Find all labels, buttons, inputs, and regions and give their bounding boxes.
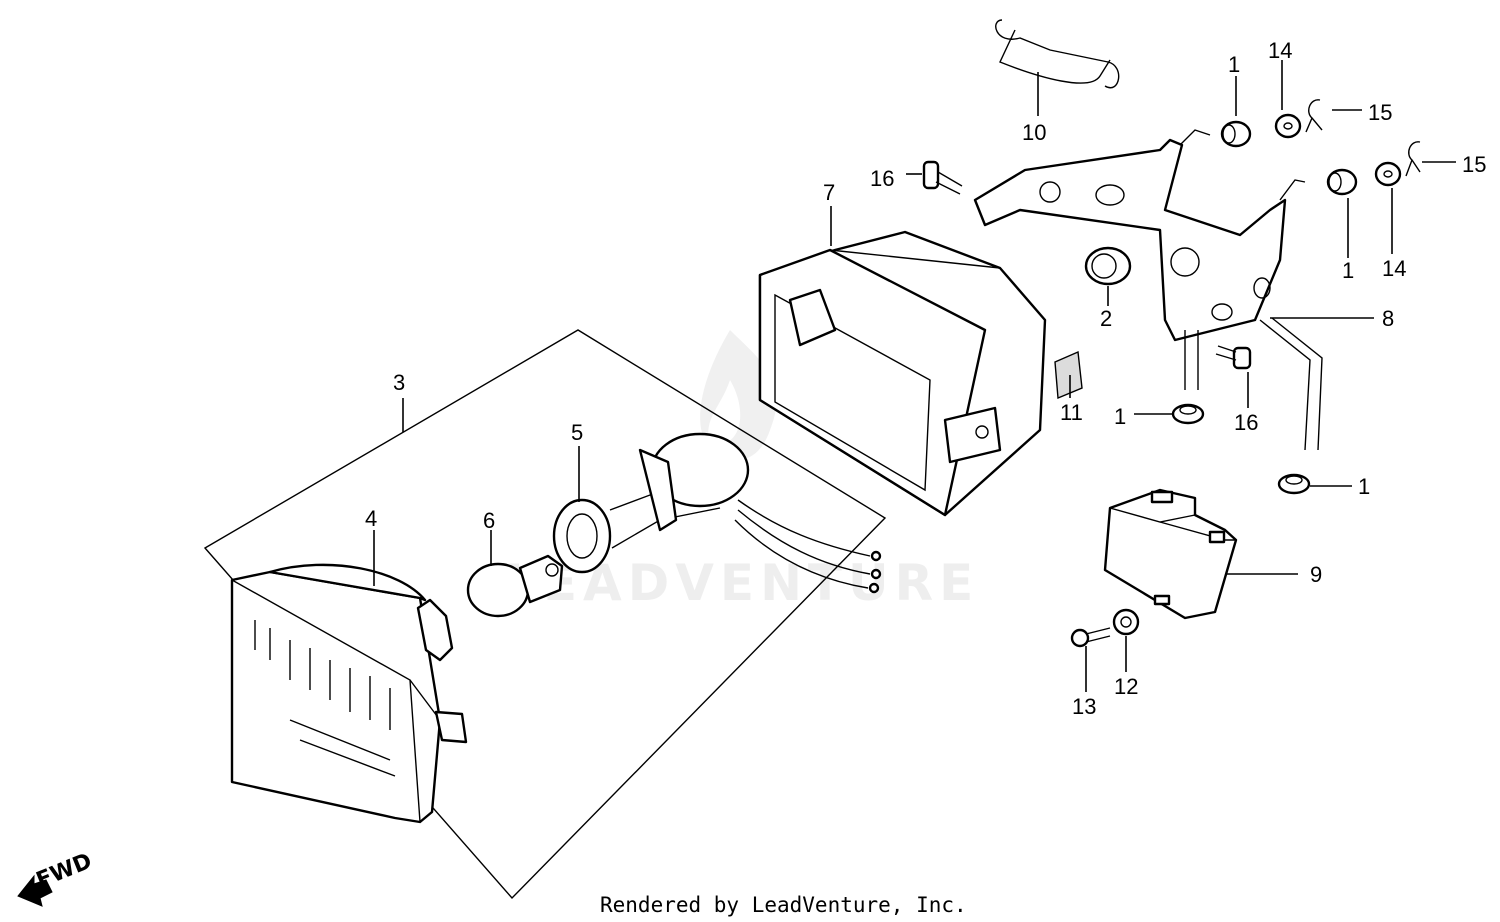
callout-14-right: 14	[1382, 256, 1406, 281]
grommet-upper	[1220, 120, 1252, 148]
callout-16-lower: 16	[1234, 410, 1258, 435]
callout-10: 10	[1022, 120, 1046, 145]
watermark: LEADVENTURE	[505, 330, 973, 612]
callout-11: 11	[1060, 400, 1083, 425]
grommet-right	[1326, 168, 1358, 196]
forward-arrow-icon	[17, 874, 53, 907]
footer-credit: Rendered by LeadVenture, Inc.	[600, 893, 967, 917]
callout-13: 13	[1072, 694, 1096, 719]
bolt-lower	[1215, 345, 1252, 370]
callout-1-upper: 1	[1228, 52, 1240, 77]
callout-4: 4	[365, 506, 377, 531]
grommet-lower	[1171, 403, 1205, 425]
washer-12	[1112, 608, 1140, 636]
callout-12: 12	[1114, 674, 1138, 699]
callout-9: 9	[1310, 562, 1322, 587]
grommet-bottom	[1277, 473, 1311, 495]
headlight-case	[758, 230, 1047, 517]
callout-3: 3	[393, 370, 405, 395]
mounting-bracket	[973, 129, 1323, 451]
clip-upper	[1305, 99, 1323, 133]
fwd-label: FWD	[33, 849, 96, 894]
callout-15-upper: 15	[1368, 100, 1392, 125]
callout-1-bottom: 1	[1358, 474, 1370, 499]
headlight-bulb	[466, 554, 564, 618]
washer-upper	[1274, 113, 1302, 139]
callout-7: 7	[823, 180, 835, 205]
washer-right	[1374, 161, 1402, 187]
screw-13	[1070, 627, 1111, 648]
bulb-socket	[552, 432, 882, 594]
wire-clip	[995, 19, 1120, 89]
clip-right	[1405, 141, 1421, 177]
grommet-2	[1084, 246, 1132, 286]
callouts: 3 4 5 6 7 10 16 1 14 15 15 1 14 2 8 11 1…	[365, 38, 1486, 719]
callout-1-right: 1	[1342, 258, 1354, 283]
leader-lines	[373, 60, 1456, 692]
callout-2: 2	[1100, 306, 1112, 331]
headlight-unit	[230, 563, 468, 824]
forward-arrow: FWD	[17, 849, 96, 907]
callout-15-right: 15	[1462, 152, 1486, 177]
bolt-upper	[922, 160, 963, 195]
callout-8: 8	[1382, 306, 1394, 331]
socket-cover	[1103, 488, 1238, 620]
callout-16-upper: 16	[870, 166, 894, 191]
callout-1-lower: 1	[1114, 404, 1126, 429]
callout-14-upper: 14	[1268, 38, 1292, 63]
caution-label	[1054, 350, 1083, 400]
callout-6: 6	[483, 508, 495, 533]
callout-5: 5	[571, 420, 583, 445]
